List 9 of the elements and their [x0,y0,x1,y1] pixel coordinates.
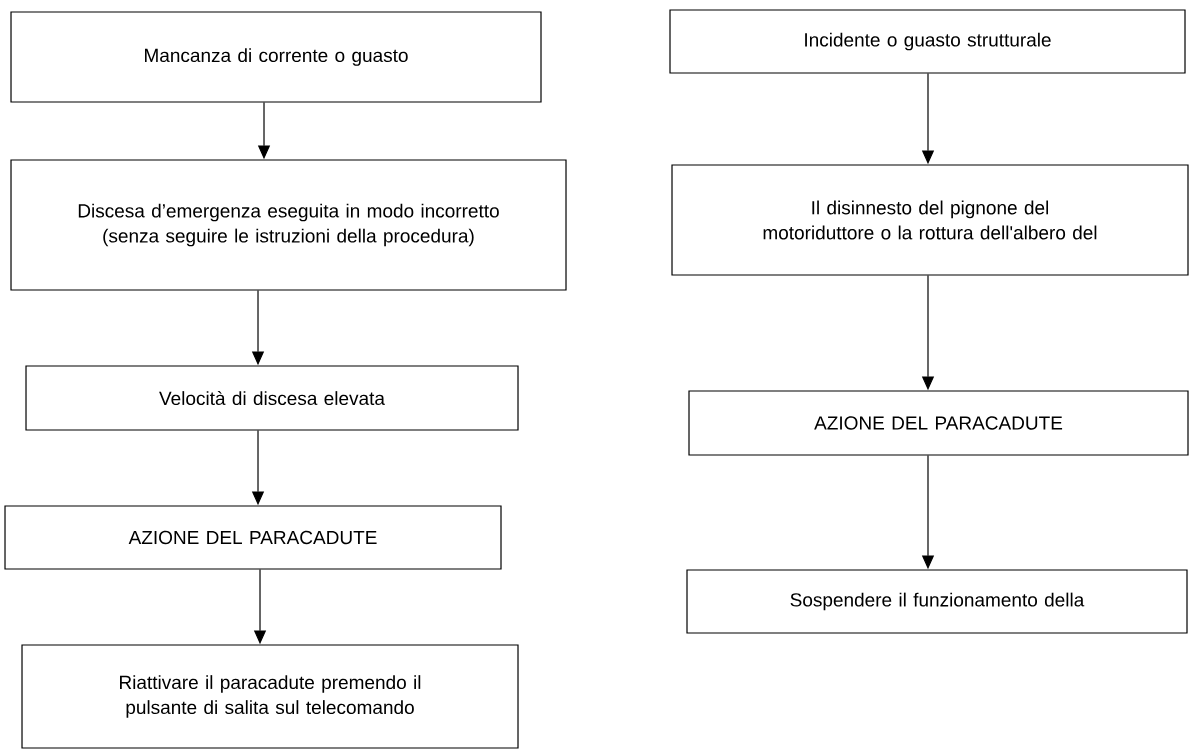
process-box: Discesa d’emergenza eseguita in modo incorretto (senza seguire le istruzioni della procedura) [10,159,567,291]
process-box: Sospendere il funzionamento della [686,569,1188,634]
process-box: AZIONE DEL PARACADUTE [688,390,1189,456]
process-box: Incidente o guasto strutturale [669,9,1186,74]
process-box: Il disinnesto del pignone del motoriduttore o la rottura dell'albero del [671,164,1189,276]
process-box: Mancanza di corrente o guasto [10,11,542,103]
process-box: AZIONE DEL PARACADUTE [4,505,502,570]
process-box: Riattivare il paracadute premendo il pulsante di salita sul telecomando [21,644,519,749]
process-box: Velocità di discesa elevata [25,365,519,431]
